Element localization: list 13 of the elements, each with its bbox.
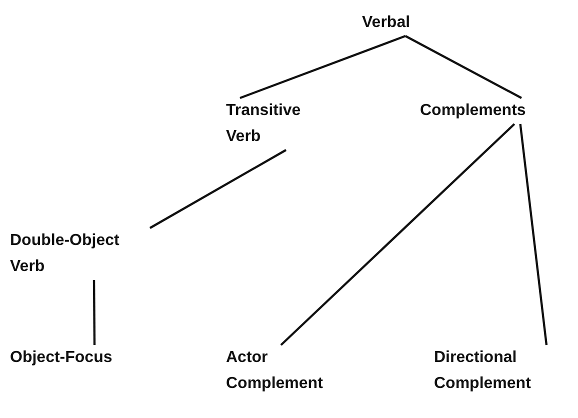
connector-line: [240, 34, 406, 100]
tree-node-label: Actor Complement: [226, 345, 336, 397]
connector-line: [149, 149, 287, 229]
connector-line: [92, 280, 96, 345]
tree-node-label: Object-Focus: [10, 345, 140, 371]
tree-node-label: Complements: [420, 98, 538, 124]
connector-line: [519, 124, 548, 346]
tree-node-label: Double-Object Verb: [10, 228, 150, 280]
connector-line: [404, 35, 522, 99]
tree-node-label: Verbal: [362, 10, 424, 36]
tree-node-label: Directional Complement: [434, 345, 559, 397]
connector-line: [280, 123, 516, 346]
tree-node-label: Transitive Verb: [226, 98, 326, 150]
